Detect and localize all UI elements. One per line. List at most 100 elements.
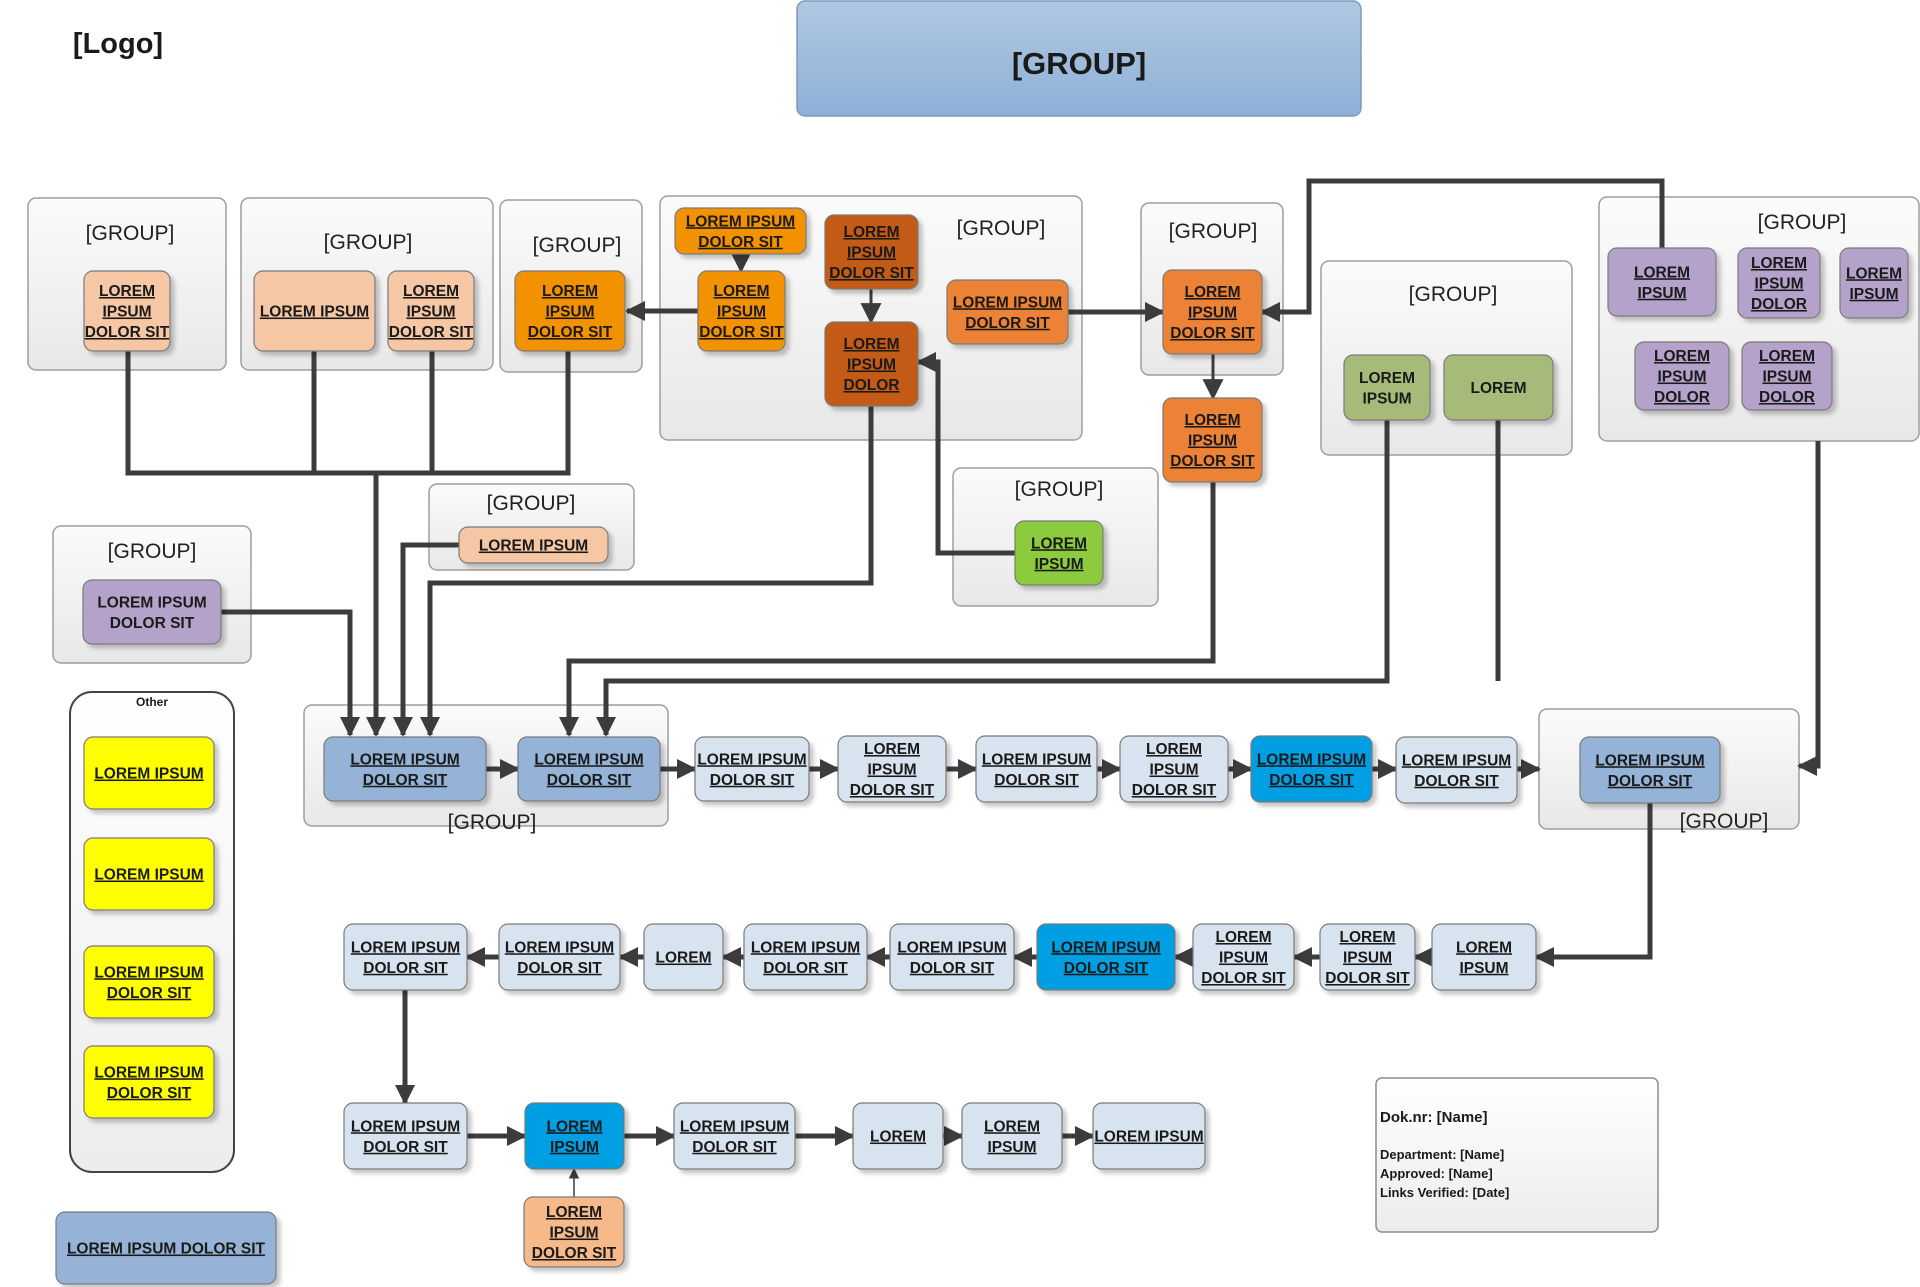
node-box[interactable] (458, 526, 609, 564)
node-box[interactable] (694, 736, 810, 802)
node-box[interactable] (837, 735, 947, 803)
node-box[interactable] (673, 1102, 796, 1170)
process-node[interactable]: LOREM IPSUM (458, 526, 609, 564)
node-box[interactable] (961, 1102, 1063, 1170)
node-box[interactable] (55, 1211, 277, 1285)
node-box[interactable] (1250, 735, 1373, 803)
process-node[interactable]: LOREM (1443, 354, 1554, 421)
node-box[interactable] (1579, 736, 1721, 804)
node-box[interactable] (1092, 1102, 1206, 1170)
node-box[interactable] (1343, 354, 1431, 421)
process-node[interactable]: LOREM (643, 923, 724, 991)
node-box[interactable] (674, 207, 807, 255)
process-node[interactable]: LOREM IPSUM DOLOR SIT (55, 1211, 277, 1285)
process-node[interactable]: LOREM IPSUM (83, 837, 215, 911)
node-box[interactable] (343, 1102, 468, 1170)
node-box[interactable] (1443, 354, 1554, 421)
node-box[interactable] (852, 1102, 944, 1170)
node-box[interactable] (1431, 923, 1537, 991)
node-box[interactable] (387, 270, 475, 352)
process-node[interactable]: LOREM (852, 1102, 944, 1170)
node-box[interactable] (83, 736, 215, 810)
node-box[interactable] (1741, 341, 1833, 411)
node-box[interactable] (1192, 923, 1295, 991)
node-box[interactable] (498, 923, 621, 991)
node-box[interactable] (1036, 923, 1176, 991)
node-box[interactable] (1634, 341, 1730, 411)
process-node[interactable]: LOREM IPSUM (253, 270, 376, 352)
node-box[interactable] (824, 214, 919, 290)
node-box[interactable] (889, 923, 1015, 991)
node-box[interactable] (1162, 397, 1263, 483)
node-box[interactable] (1119, 735, 1229, 803)
node-box[interactable] (824, 321, 919, 407)
node-box[interactable] (83, 837, 215, 911)
node-box[interactable] (83, 270, 171, 352)
node-box[interactable] (743, 923, 868, 991)
node-box[interactable] (253, 270, 376, 352)
node-box[interactable] (343, 923, 468, 991)
node-box[interactable] (1319, 923, 1416, 991)
node-box[interactable] (1737, 247, 1821, 319)
node-box[interactable] (83, 1045, 215, 1119)
node-box[interactable] (643, 923, 724, 991)
node-box[interactable] (1014, 520, 1104, 586)
node-box[interactable] (697, 270, 786, 352)
node-box[interactable] (524, 1102, 625, 1170)
node-box[interactable] (517, 736, 661, 802)
node-box[interactable] (83, 945, 215, 1019)
process-node[interactable]: LOREM IPSUM (1092, 1102, 1206, 1170)
node-box[interactable] (514, 270, 626, 352)
node-box[interactable] (1839, 247, 1909, 319)
node-box[interactable] (1607, 247, 1717, 317)
node-box[interactable] (1162, 269, 1263, 355)
node-box[interactable] (946, 279, 1069, 345)
node-box[interactable] (975, 735, 1098, 803)
node-box[interactable] (1395, 736, 1518, 804)
node-box[interactable] (323, 736, 487, 802)
process-node[interactable]: LOREM IPSUM (83, 736, 215, 810)
node-box[interactable] (523, 1196, 625, 1268)
